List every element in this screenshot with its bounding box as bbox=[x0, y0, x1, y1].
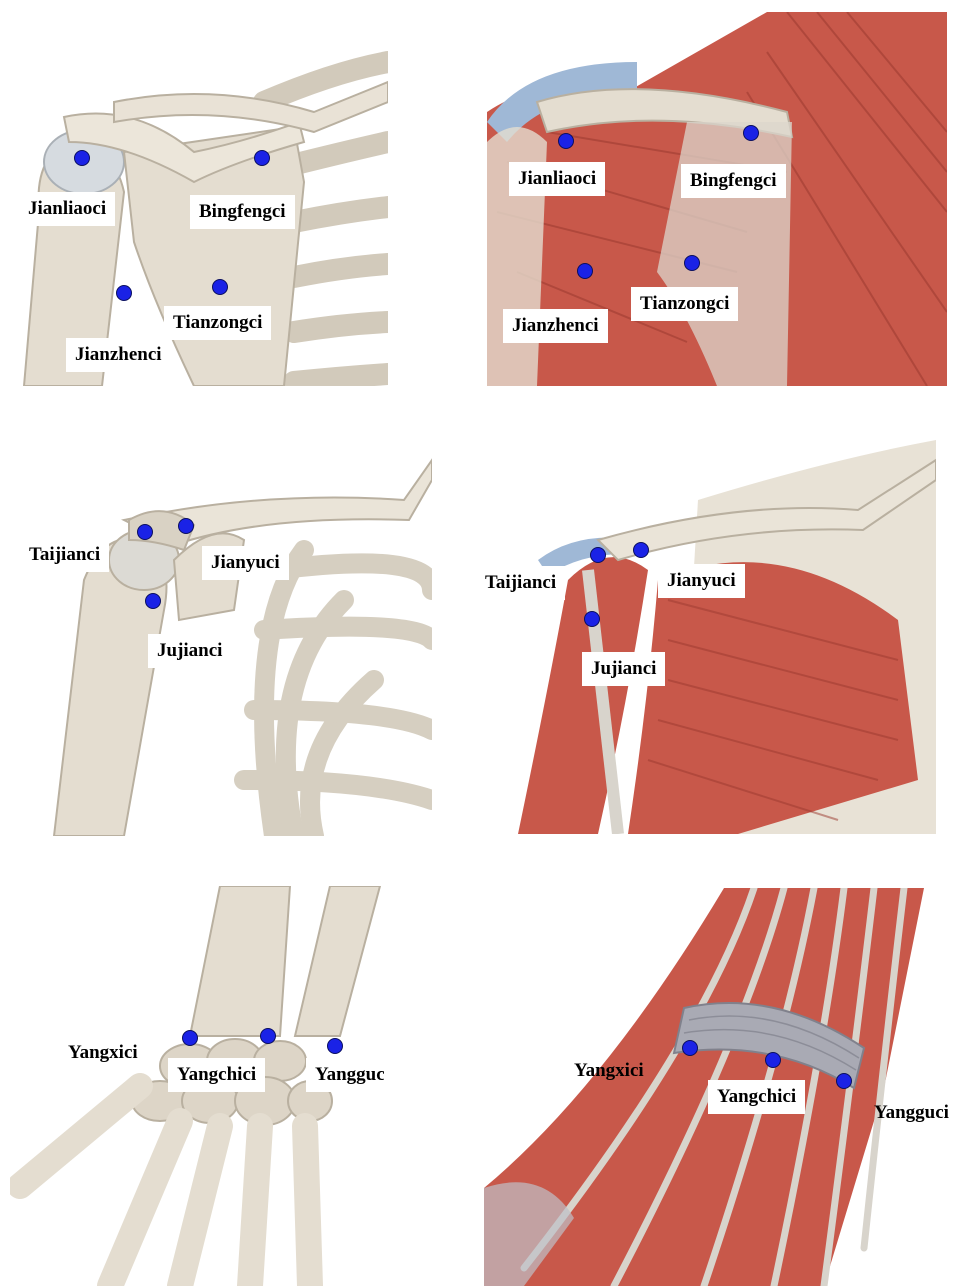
panel-posterior-shoulder-muscle: Jianliaoci Bingfengci Jianzhenci Tianzon… bbox=[487, 12, 947, 386]
point-label-jianliaoci: Jianliaoci bbox=[19, 192, 115, 226]
point-label-yangxici: Yangxici bbox=[574, 1060, 644, 1082]
point-label-yangxici: Yangxici bbox=[68, 1042, 138, 1064]
panel-wrist-muscle: Yangxici Yangchici Yangguci bbox=[484, 888, 963, 1286]
point-label-jianzhenci: Jianzhenci bbox=[66, 338, 171, 372]
point-label-taijianci: Taijianci bbox=[20, 538, 109, 572]
point-label-yangchici: Yangchici bbox=[708, 1080, 805, 1114]
acupoint-marker bbox=[178, 518, 194, 534]
acupoint-marker bbox=[145, 593, 161, 609]
point-label-yangchici: Yangchici bbox=[168, 1058, 265, 1092]
point-label-yangguci: Yangguci bbox=[874, 1102, 949, 1124]
panel-anterior-shoulder-bone: Taijianci Jianyuci Jujianci bbox=[14, 450, 432, 836]
panel-posterior-shoulder-bone: Jianliaoci Bingfengci Tianzongci Jianzhe… bbox=[14, 42, 388, 386]
acupoint-marker bbox=[260, 1028, 276, 1044]
acupoint-marker bbox=[836, 1073, 852, 1089]
point-label-jujianci: Jujianci bbox=[582, 652, 665, 686]
acupoint-marker bbox=[212, 279, 228, 295]
point-label-jianliaoci: Jianliaoci bbox=[509, 162, 605, 196]
point-label-bingfengci: Bingfengci bbox=[190, 195, 295, 229]
muscle-illustration bbox=[478, 440, 936, 834]
point-label-yangguci: Yangguci bbox=[306, 1058, 384, 1092]
acupoint-marker bbox=[682, 1040, 698, 1056]
acupoint-marker bbox=[327, 1038, 343, 1054]
point-label-bingfengci: Bingfengci bbox=[681, 164, 786, 198]
point-label-tianzongci: Tianzongci bbox=[631, 287, 738, 321]
acupoint-marker bbox=[558, 133, 574, 149]
acupoint-marker bbox=[590, 547, 606, 563]
point-label-jujianci: Jujianci bbox=[148, 634, 231, 668]
acupoint-marker bbox=[116, 285, 132, 301]
acupoint-marker bbox=[743, 125, 759, 141]
point-label-tianzongci: Tianzongci bbox=[164, 306, 271, 340]
acupoint-marker bbox=[684, 255, 700, 271]
point-label-jianyuci: Jianyuci bbox=[202, 546, 289, 580]
acupoint-marker bbox=[74, 150, 90, 166]
acupoint-marker bbox=[633, 542, 649, 558]
point-label-jianzhenci: Jianzhenci bbox=[503, 309, 608, 343]
acupoint-marker bbox=[182, 1030, 198, 1046]
panel-anterior-shoulder-muscle: Taijianci Jianyuci Jujianci bbox=[478, 440, 936, 834]
acupoint-marker bbox=[577, 263, 593, 279]
point-label-taijianci: Taijianci bbox=[478, 566, 565, 600]
point-label-jianyuci: Jianyuci bbox=[658, 564, 745, 598]
acupoint-marker bbox=[137, 524, 153, 540]
panel-wrist-bone: Yangxici Yangchici Yangguci bbox=[10, 886, 384, 1286]
acupoint-marker bbox=[254, 150, 270, 166]
acupoint-marker bbox=[765, 1052, 781, 1068]
acupoint-marker bbox=[584, 611, 600, 627]
